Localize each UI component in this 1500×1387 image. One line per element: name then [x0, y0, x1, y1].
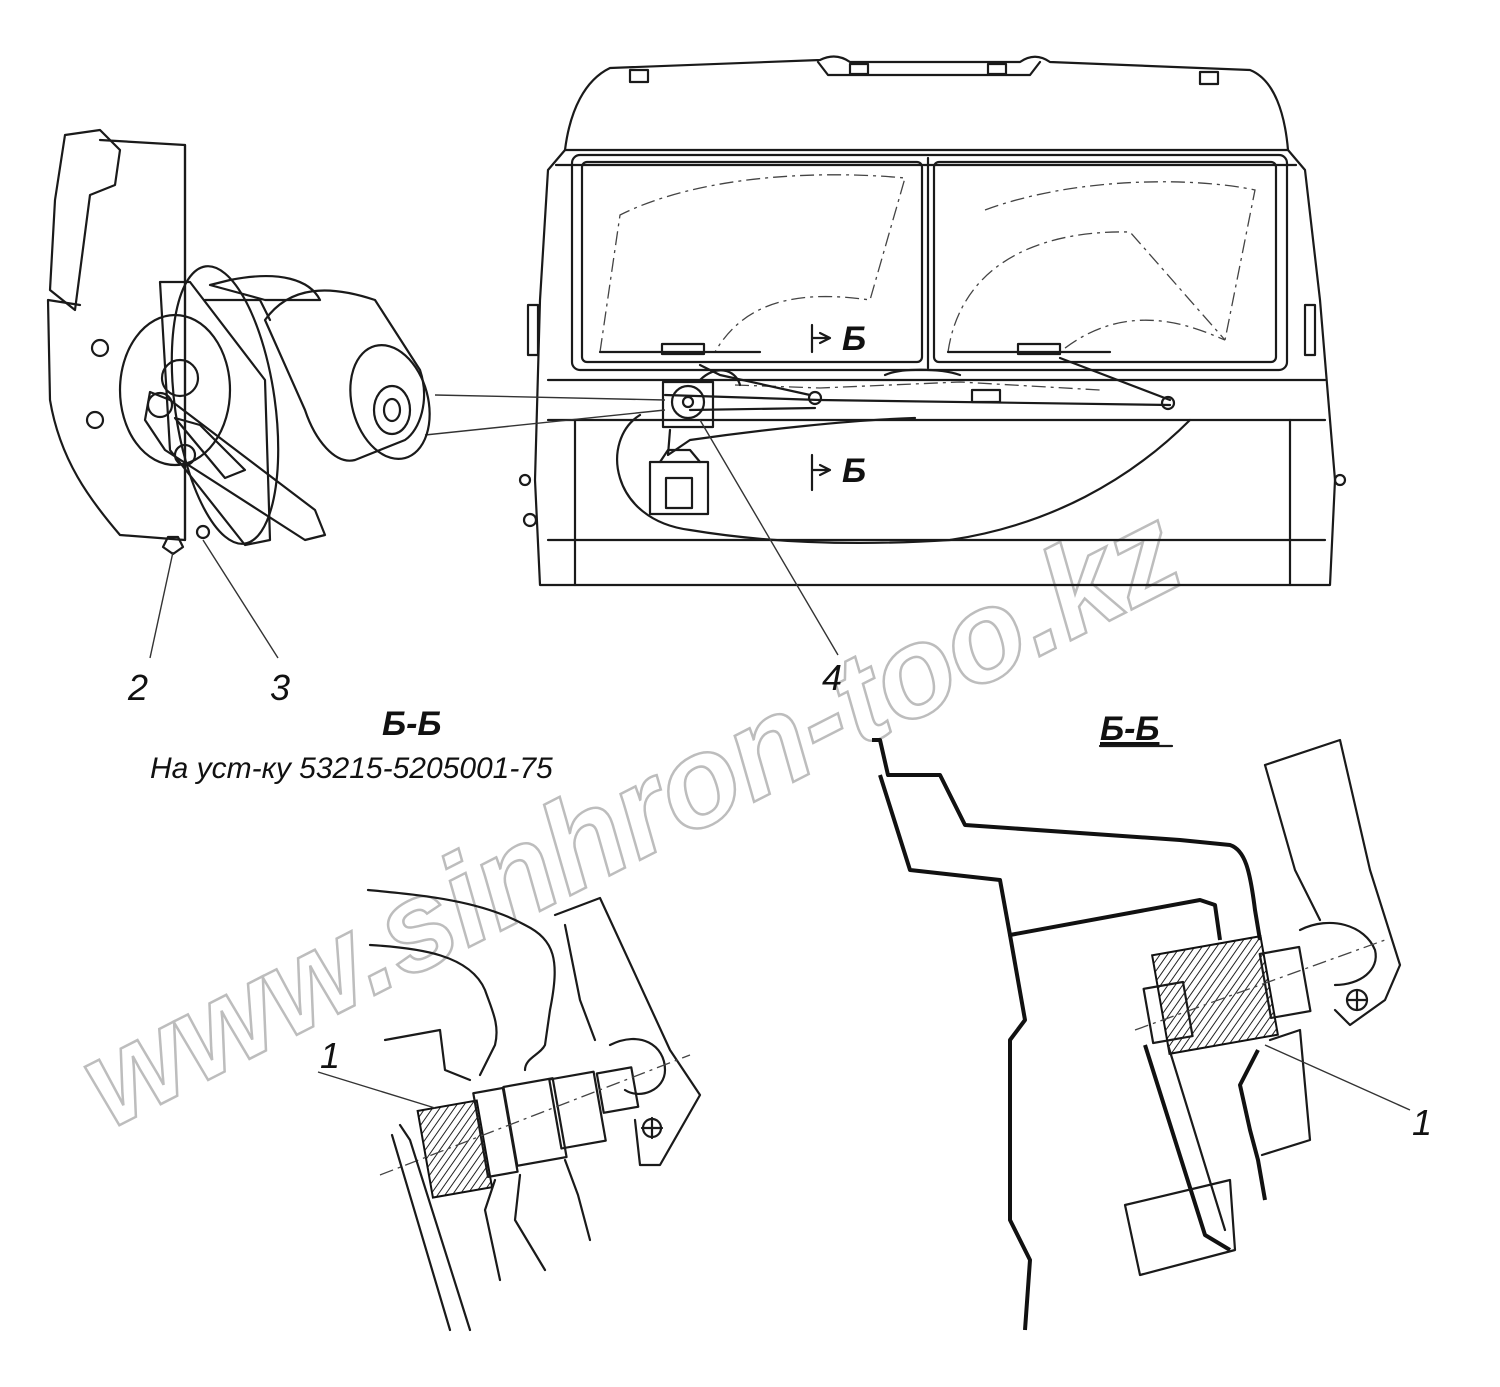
section-title-right: Б-Б [1100, 710, 1159, 748]
callout-1-left: 1 [320, 1035, 340, 1076]
callout-2-leader [149, 551, 174, 659]
section-marker-lower-letter: Б [842, 452, 866, 490]
detail-leader-upper [434, 394, 666, 401]
callout-3-leader [202, 539, 279, 659]
section-marker-upper-letter: Б [842, 320, 866, 358]
callout-1-right: 1 [1412, 1102, 1432, 1143]
watermark-text: www.sinhron-too.kz [58, 478, 1202, 1155]
section-title-left: Б-Б [382, 705, 441, 743]
callout-1-left-leader [317, 1071, 436, 1109]
detail-leader-lower [424, 409, 666, 436]
cab-front-view [518, 55, 1347, 587]
section-view-left [317, 888, 702, 1332]
installation-note: На уст-ку 53215-5205001-75 [150, 752, 553, 785]
section-marker-lower: Б [810, 452, 866, 492]
section-marker-upper: Б [810, 320, 866, 358]
callout-4: 4 [822, 657, 842, 698]
section-view-right [872, 738, 1411, 1331]
motor-detail-view [46, 128, 431, 659]
callout-1-right-leader [1264, 1044, 1411, 1111]
callout-2: 2 [127, 667, 148, 708]
callout-3: 3 [270, 667, 290, 708]
callout-4-leader [699, 419, 839, 656]
